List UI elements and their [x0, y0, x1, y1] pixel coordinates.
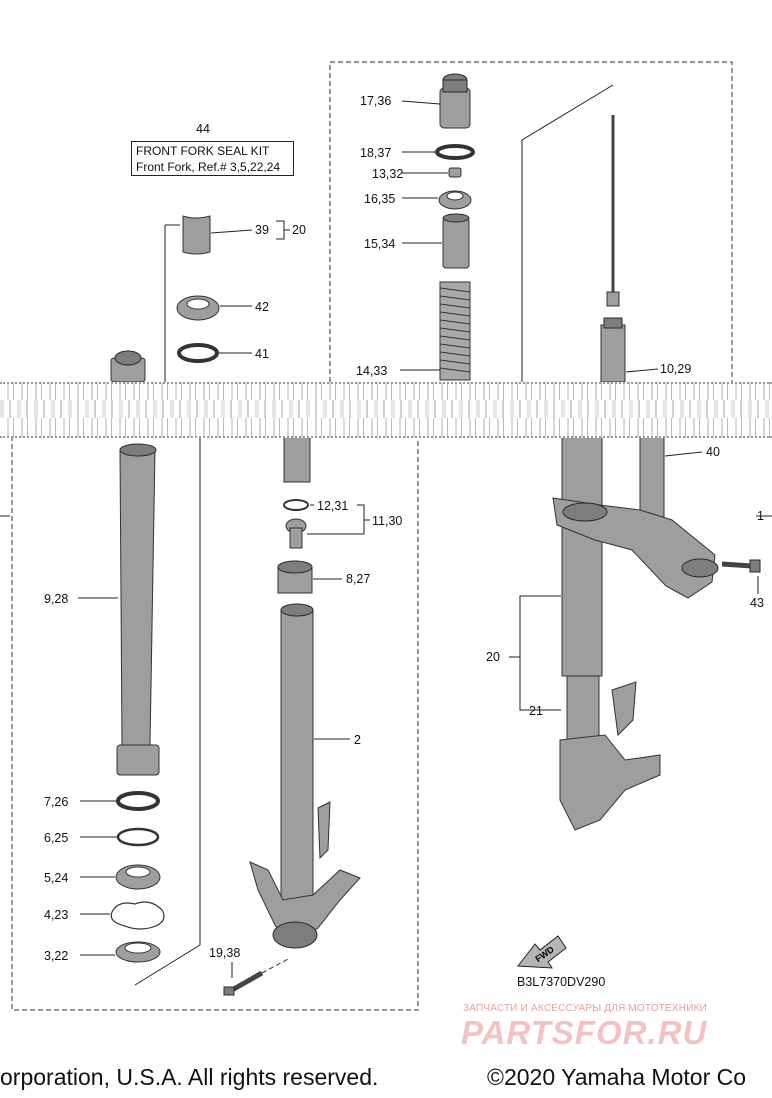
fork-assembly-part [552, 435, 719, 831]
label-8-27: 8,27 [346, 572, 370, 586]
label-11-30: 11,30 [372, 514, 402, 528]
dust-seal-part [116, 791, 160, 811]
label-7-26: 7,26 [44, 795, 68, 809]
oil-seal-part [176, 295, 220, 321]
label-2: 2 [354, 733, 361, 747]
inner-rod-part [283, 435, 311, 483]
seal-kit-box: FRONT FORK SEAL KIT Front Fork, Ref.# 3,… [131, 141, 294, 176]
label-14-33: 14,33 [356, 364, 387, 378]
label-18-37: 18,37 [360, 146, 391, 160]
fwd-arrow-icon: FWD [517, 935, 567, 969]
spacer-part [442, 213, 470, 269]
diagram-code: B3L7370DV290 [517, 975, 606, 989]
label-16-35: 16,35 [364, 192, 395, 206]
label-21: 21 [529, 704, 543, 718]
bushing-part [182, 215, 211, 255]
slide-bushing-part [277, 560, 313, 594]
label-39: 39 [255, 223, 269, 237]
label-43: 43 [750, 596, 764, 610]
label-3-22: 3,22 [44, 949, 68, 963]
label-9-28: 9,28 [44, 592, 68, 606]
label-13-32: 13,32 [372, 167, 403, 181]
pinch-bolt-part [721, 559, 761, 573]
washer-lower-part [110, 901, 165, 930]
kit-title: FRONT FORK SEAL KIT [136, 144, 270, 158]
watermark-logo: PARTSFOR.RU [461, 1014, 708, 1051]
torn-overlay [0, 382, 772, 438]
dust-ring-part [177, 343, 219, 363]
guide-bushing-part [115, 941, 161, 963]
kit-subtitle: Front Fork, Ref.# 3,5,22,24 [136, 160, 281, 174]
label-6-25: 6,25 [44, 831, 68, 845]
label-10-29: 10,29 [660, 362, 691, 376]
washer-part [438, 190, 472, 210]
spring-part [439, 281, 471, 381]
kit-number: 44 [196, 122, 210, 136]
stopper-ring-part [116, 827, 160, 847]
copyright-left: orporation, U.S.A. All rights reserved. [0, 1064, 379, 1090]
label-20: 20 [486, 650, 500, 664]
label-5-24: 5,24 [44, 871, 68, 885]
label-1: 1 [757, 509, 764, 523]
label-4-23: 4,23 [44, 908, 68, 922]
rebound-adjuster-part [285, 518, 307, 549]
inner-tube-part [249, 603, 361, 949]
o-ring-part [435, 144, 475, 160]
label-17-36: 17,36 [360, 94, 391, 108]
cap-bolt-part [439, 73, 471, 129]
nut-part [448, 167, 462, 178]
label-42: 42 [255, 300, 269, 314]
label-12-31: 12,31 [317, 499, 348, 513]
label-40: 40 [706, 445, 720, 459]
label-20-bracket: 20 [292, 223, 306, 237]
damper-rod-part [600, 115, 626, 383]
oil-seal-lower-part [115, 864, 161, 890]
outer-tube-part [116, 443, 160, 776]
watermark-tagline: ЗАПЧАСТИ И АКСЕССУАРЫ ДЛЯ МОТОТЕХНИКИ [463, 1003, 708, 1014]
small-o-ring-part [283, 499, 309, 511]
cap-part-left [110, 350, 146, 383]
lower-left-group-frame [11, 436, 419, 1011]
copyright-right: ©2020 Yamaha Motor Co [487, 1064, 747, 1090]
upper-group-frame [329, 61, 733, 382]
label-19-38: 19,38 [209, 946, 240, 960]
label-15-34: 15,34 [364, 237, 395, 251]
label-41: 41 [255, 347, 269, 361]
pinch-bolt-lower-part [223, 970, 264, 996]
